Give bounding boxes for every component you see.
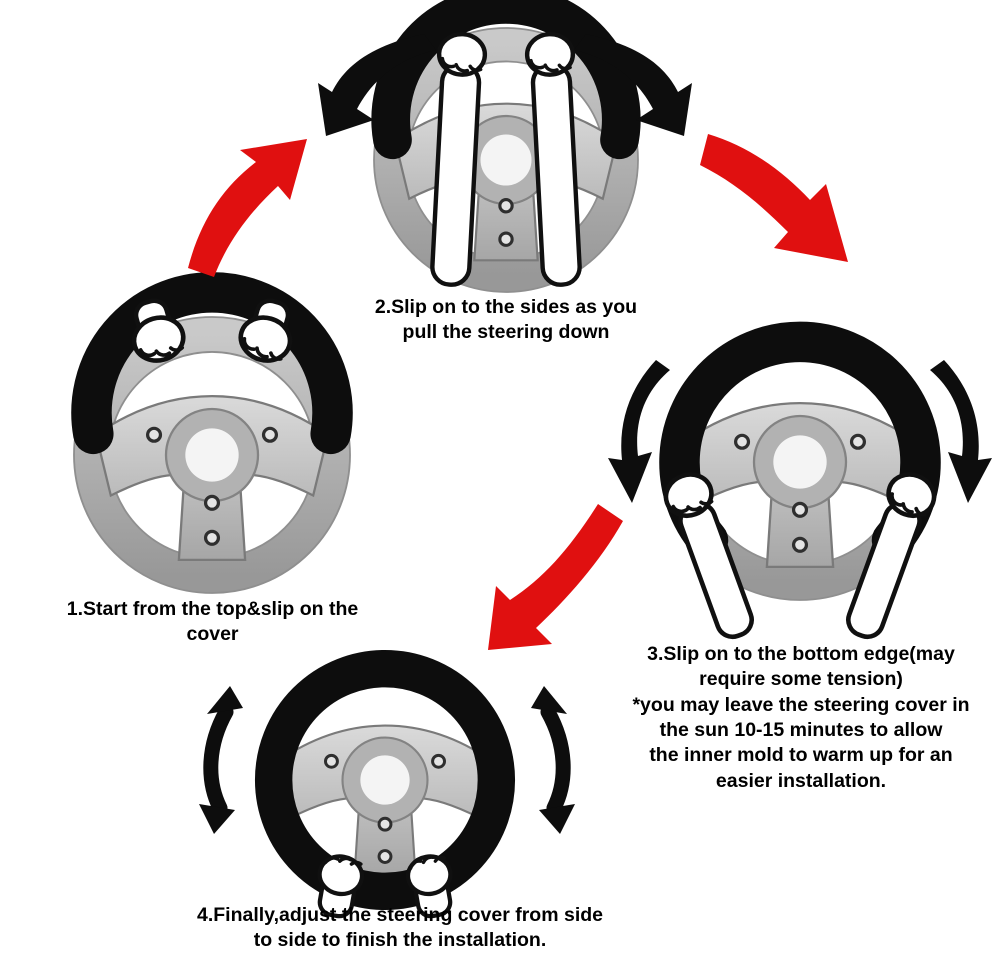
tension-down-left-arrow-icon (608, 360, 670, 503)
adjust-right-arrow-icon (531, 686, 575, 834)
step-1-caption: 1.Start from the top&slip on the cover (40, 597, 385, 648)
right-fingers (890, 492, 927, 517)
right-fingers (529, 58, 572, 73)
caption-line: 2.Slip on to the sides as you (374, 296, 638, 318)
left-fingers (324, 856, 363, 866)
left-fingers (671, 499, 714, 514)
cover-most-arc (659, 321, 941, 561)
step-4-caption: 4.Finally,adjust the steering cover from… (168, 903, 632, 954)
steering-wheel-step-3 (659, 321, 941, 640)
step2-to-step3-arrow-icon (700, 134, 848, 262)
tension-down-right-arrow-icon (930, 360, 992, 503)
caption-line: the inner mold to warm up for an (649, 744, 953, 767)
pull-down-left-arrow-icon (318, 34, 436, 136)
left-hand (317, 854, 365, 919)
steering-wheel-step-4 (258, 653, 513, 920)
left-fist (436, 31, 488, 77)
cover-top-arc (71, 272, 353, 455)
right-fingers (242, 336, 283, 361)
right-fist (405, 854, 453, 897)
caption-line: pull the steering down (402, 321, 610, 344)
right-fingers (408, 855, 446, 870)
left-hand (131, 298, 186, 363)
step-2-caption: 2.Slip on to the sides as you pull the s… (330, 295, 682, 346)
left-fingers (440, 56, 483, 73)
caption-line: 4.Finally,adjust the steering cover from… (196, 904, 603, 926)
pull-down-right-arrow-icon (574, 34, 692, 136)
left-fingers (138, 345, 184, 358)
right-hand (405, 854, 453, 919)
left-fist (663, 472, 714, 519)
caption-line: *you may leave the steering cover in (632, 693, 970, 716)
step-3-caption: 3.Slip on to the bottom edge(may require… (612, 642, 990, 794)
caption-line: cover (186, 623, 239, 646)
caption-line: require some tension) (699, 668, 903, 691)
right-hand (524, 31, 582, 287)
right-hand (238, 298, 293, 363)
right-hand (846, 472, 937, 640)
cover-top-arc (371, 0, 641, 160)
cover-full-ring (254, 649, 516, 911)
adjust-left-arrow-icon (199, 686, 243, 834)
caption-line: 3.Slip on to the bottom edge(may (647, 643, 955, 665)
caption-line: to side to finish the installation. (253, 929, 547, 952)
step3-to-step4-arrow-icon (488, 504, 623, 650)
left-hand (663, 472, 754, 640)
caption-line: the sun 10-15 minutes to allow (659, 719, 943, 742)
caption-line: 1.Start from the top&slip on the (66, 598, 359, 620)
step1-to-step2-arrow-icon (188, 139, 307, 277)
caption-line: easier installation. (715, 769, 887, 792)
right-fist (524, 31, 576, 77)
left-hand (430, 31, 488, 287)
steering-wheel-step-2 (371, 0, 641, 292)
steering-wheel-step-1 (71, 272, 353, 593)
